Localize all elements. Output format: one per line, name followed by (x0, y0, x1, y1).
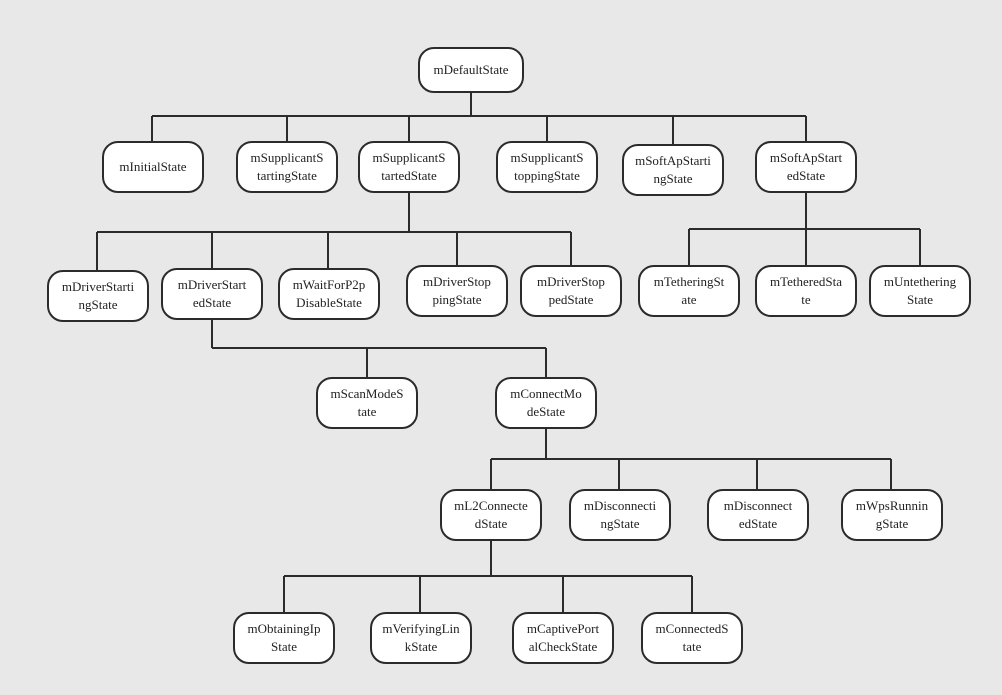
state-label: State (271, 639, 297, 654)
state-node-supplicant-started: mSupplicantS tartedState (358, 141, 460, 193)
state-label: DisableState (296, 295, 362, 310)
state-label: gState (875, 516, 909, 531)
state-node-tethered: mTetheredSta te (755, 265, 857, 317)
state-label: tate (357, 404, 377, 419)
state-label: mConnectedS (655, 621, 729, 636)
state-label: mWpsRunnin (855, 498, 929, 513)
state-label: ngState (600, 516, 640, 531)
state-label: mScanModeS (330, 386, 404, 401)
state-label: mL2Connecte (454, 498, 528, 513)
state-label: ngState (653, 171, 693, 186)
state-label: State (907, 292, 933, 307)
state-label: mDefaultState (433, 62, 509, 77)
state-label: mConnectMo (510, 386, 582, 401)
state-label: mCaptivePort (526, 621, 600, 636)
state-label: mWaitForP2p (292, 277, 366, 292)
state-label: pedState (548, 292, 594, 307)
state-node-default: mDefaultState (418, 47, 524, 93)
state-node-driver-stopping: mDriverStop pingState (406, 265, 508, 317)
state-label: mDisconnect (723, 498, 793, 513)
state-node-softap-starting: mSoftApStarti ngState (622, 144, 724, 196)
state-node-tethering: mTetheringSt ate (638, 265, 740, 317)
state-node-initial: mInitialState (102, 141, 204, 193)
state-label: tate (682, 639, 702, 654)
state-label: dState (474, 516, 508, 531)
state-label: edState (738, 516, 778, 531)
state-label: mTetheringSt (653, 274, 725, 289)
state-label: toppingState (514, 168, 580, 183)
state-label: mSupplicantS (510, 150, 584, 165)
state-node-connect-mode: mConnectMo deState (495, 377, 597, 429)
state-node-softap-started: mSoftApStart edState (755, 141, 857, 193)
state-label: mSupplicantS (250, 150, 324, 165)
state-label: tartedState (381, 168, 437, 183)
state-label: te (801, 292, 811, 307)
state-node-verifying-link: mVerifyingLin kState (370, 612, 472, 664)
state-label: mDriverStarti (61, 279, 135, 294)
state-label: mDriverStart (177, 277, 247, 292)
state-label: mObtainingIp (247, 621, 321, 636)
state-node-connected: mConnectedS tate (641, 612, 743, 664)
state-label: mDisconnecti (583, 498, 657, 513)
state-label: tartingState (257, 168, 317, 183)
state-label: kState (404, 639, 438, 654)
state-label: mDriverStop (537, 274, 605, 289)
state-node-supplicant-starting: mSupplicantS tartingState (236, 141, 338, 193)
state-node-driver-stopped: mDriverStop pedState (520, 265, 622, 317)
state-label: mSoftApStart (769, 150, 843, 165)
state-node-wps-running: mWpsRunnin gState (841, 489, 943, 541)
state-label: deState (526, 404, 566, 419)
state-node-driver-started: mDriverStart edState (161, 268, 263, 320)
state-label: mInitialState (119, 159, 187, 174)
state-node-driver-starting: mDriverStarti ngState (47, 270, 149, 322)
state-label: mSupplicantS (372, 150, 446, 165)
state-node-captive-portal-check: mCaptivePort alCheckState (512, 612, 614, 664)
state-label: mVerifyingLin (382, 621, 460, 636)
state-node-disconnecting: mDisconnecti ngState (569, 489, 671, 541)
state-node-supplicant-stopping: mSupplicantS toppingState (496, 141, 598, 193)
state-label: mTetheredSta (769, 274, 842, 289)
state-node-scan-mode: mScanModeS tate (316, 377, 418, 429)
state-label: alCheckState (528, 639, 598, 654)
state-node-l2-connected: mL2Connecte dState (440, 489, 542, 541)
state-node-disconnected: mDisconnect edState (707, 489, 809, 541)
state-label: mUntethering (883, 274, 957, 289)
state-label: mDriverStop (423, 274, 491, 289)
state-label: edState (192, 295, 232, 310)
state-label: mSoftApStarti (635, 153, 711, 168)
state-label: edState (786, 168, 826, 183)
state-label: ngState (78, 297, 118, 312)
state-label: pingState (432, 292, 482, 307)
state-label: ate (681, 292, 697, 307)
